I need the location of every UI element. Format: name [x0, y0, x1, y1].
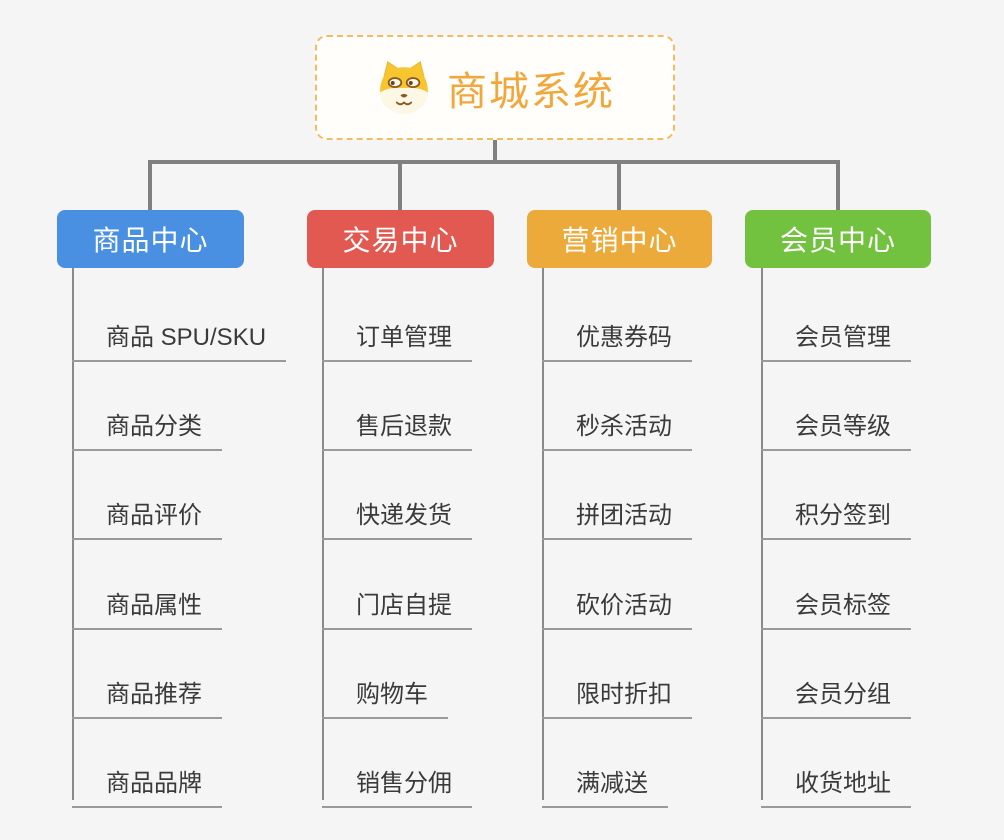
- leaf-label: 会员标签: [795, 592, 891, 619]
- leaf-node[interactable]: 拼团活动: [542, 482, 692, 540]
- connector-horizontal: [148, 160, 840, 164]
- leaf-node[interactable]: 商品评价: [72, 482, 222, 540]
- leaf-node[interactable]: 满减送: [542, 750, 668, 808]
- leaf-node[interactable]: 订单管理: [322, 304, 472, 362]
- root-title: 商城系统: [447, 69, 615, 114]
- leaf-node[interactable]: 购物车: [322, 661, 448, 719]
- leaf-label: 拼团活动: [576, 502, 672, 529]
- leaf-label: 收货地址: [795, 770, 891, 797]
- branch-label: 商品中心: [92, 225, 209, 256]
- leaf-label: 会员分组: [795, 681, 891, 708]
- leaf-node[interactable]: 商品推荐: [72, 661, 222, 719]
- leaf-label: 商品推荐: [106, 681, 202, 708]
- branch-trunk-line: [761, 268, 763, 800]
- leaf-node[interactable]: 收货地址: [761, 750, 911, 808]
- branch-label: 交易中心: [342, 225, 459, 256]
- leaf-node[interactable]: 优惠券码: [542, 304, 692, 362]
- branch-node-trade-center[interactable]: 交易中心: [307, 210, 494, 268]
- leaf-label: 积分签到: [795, 502, 891, 529]
- leaf-label: 优惠券码: [576, 324, 672, 351]
- leaf-node[interactable]: 会员分组: [761, 661, 911, 719]
- connector-root-drop: [493, 138, 497, 162]
- leaf-label: 限时折扣: [576, 681, 672, 708]
- leaf-label: 售后退款: [356, 413, 452, 440]
- leaf-label: 商品 SPU/SKU: [106, 324, 267, 351]
- leaf-label: 会员等级: [795, 413, 891, 440]
- leaf-node[interactable]: 秒杀活动: [542, 393, 692, 451]
- leaf-node[interactable]: 商品品牌: [72, 750, 222, 808]
- leaf-label: 商品评价: [106, 502, 202, 529]
- leaf-node[interactable]: 商品分类: [72, 393, 222, 451]
- leaf-label: 商品属性: [106, 592, 202, 619]
- leaf-label: 快递发货: [356, 502, 452, 529]
- leaf-node[interactable]: 商品属性: [72, 572, 222, 630]
- branch-trunk-line: [322, 268, 324, 800]
- leaf-label: 会员管理: [795, 324, 891, 351]
- leaf-label: 秒杀活动: [576, 413, 672, 440]
- leaf-node[interactable]: 砍价活动: [542, 572, 692, 630]
- leaf-label: 商品品牌: [106, 770, 202, 797]
- leaf-node[interactable]: 商品 SPU/SKU: [72, 304, 287, 362]
- branch-trunk-line: [542, 268, 544, 800]
- branch-label: 营销中心: [561, 225, 678, 256]
- leaf-label: 购物车: [356, 681, 428, 708]
- connector-drop-product: [148, 160, 152, 212]
- leaf-node[interactable]: 售后退款: [322, 393, 472, 451]
- leaf-label: 砍价活动: [576, 592, 672, 619]
- leaf-node[interactable]: 快递发货: [322, 482, 472, 540]
- leaf-label: 满减送: [576, 770, 648, 797]
- leaf-label: 订单管理: [356, 324, 452, 351]
- leaf-node[interactable]: 会员标签: [761, 572, 911, 630]
- connector-drop-marketing: [617, 160, 621, 212]
- leaf-node[interactable]: 会员等级: [761, 393, 911, 451]
- connector-drop-trade: [398, 160, 402, 212]
- branch-node-product-center[interactable]: 商品中心: [57, 210, 244, 268]
- leaf-node[interactable]: 会员管理: [761, 304, 911, 362]
- dog-face-icon: [379, 60, 429, 114]
- leaf-label: 销售分佣: [356, 770, 452, 797]
- branch-node-member-center[interactable]: 会员中心: [745, 210, 931, 268]
- leaf-node[interactable]: 门店自提: [322, 572, 472, 630]
- leaf-node[interactable]: 限时折扣: [542, 661, 692, 719]
- branch-node-marketing-center[interactable]: 营销中心: [527, 210, 712, 268]
- connector-drop-member: [836, 160, 840, 212]
- leaf-node[interactable]: 积分签到: [761, 482, 911, 540]
- branch-label: 会员中心: [779, 225, 896, 256]
- leaf-label: 门店自提: [356, 592, 452, 619]
- leaf-node[interactable]: 销售分佣: [322, 750, 472, 808]
- root-node[interactable]: 商城系统: [315, 35, 675, 140]
- branch-trunk-line: [72, 268, 74, 800]
- leaf-label: 商品分类: [106, 413, 202, 440]
